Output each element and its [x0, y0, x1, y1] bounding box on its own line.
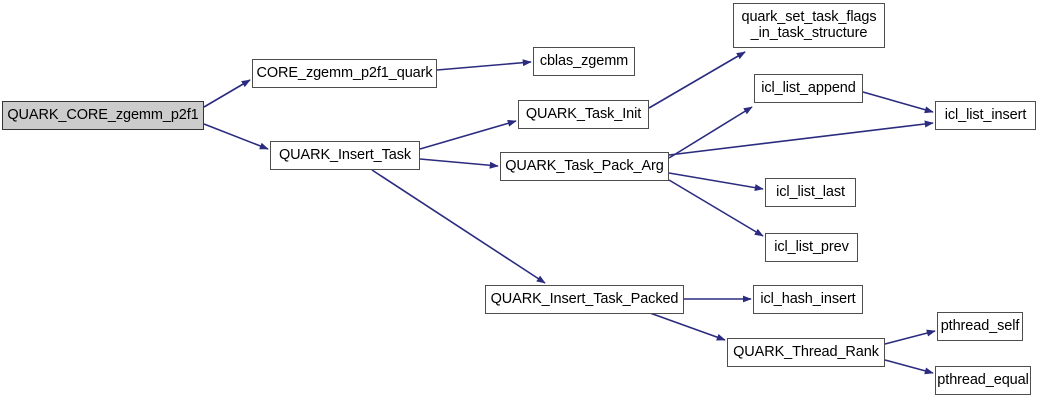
graph-edge-quark_core_zgemm_p2f1-to-core_zgemm_p2f1_quark	[203, 79, 251, 108]
graph-node-quark_thread_rank[interactable]: QUARK_Thread_Rank	[727, 338, 885, 367]
graph-node-quark_task_pack_arg[interactable]: QUARK_Task_Pack_Arg	[500, 152, 669, 181]
graph-edge-quark_task_pack_arg-to-icl_list_insert	[668, 120, 934, 156]
graph-node-label: QUARK_Insert_Task	[278, 146, 412, 163]
graph-node-label: QUARK_Task_Init	[525, 105, 642, 122]
graph-node-cblas_zgemm[interactable]: cblas_zgemm	[533, 47, 635, 76]
graph-edge-quark_task_pack_arg-to-icl_list_prev	[668, 179, 764, 237]
graph-edge-quark_insert_task-to-quark_task_pack_arg	[419, 158, 499, 169]
graph-node-label: quark_set_task_flags _in_task_structure	[741, 8, 877, 41]
graph-edge-quark_insert_task_packed-to-quark_thread_rank	[649, 312, 726, 341]
graph-edge-core_zgemm_p2f1_quark-to-cblas_zgemm	[436, 59, 532, 71]
graph-node-label: CORE_zgemm_p2f1_quark	[256, 64, 433, 81]
graph-node-label: cblas_zgemm	[539, 52, 629, 69]
graph-node-icl_list_insert[interactable]: icl_list_insert	[935, 101, 1036, 130]
graph-node-quark_insert_task[interactable]: QUARK_Insert_Task	[270, 141, 420, 170]
graph-edge-quark_task_init-to-quark_set_task_flags_in_task_structure	[648, 51, 746, 109]
graph-node-label: icl_list_prev	[774, 238, 849, 255]
graph-edge-quark_thread_rank-to-pthread_equal	[884, 359, 934, 375]
graph-node-label: QUARK_Thread_Rank	[733, 343, 879, 360]
graph-node-quark_task_init[interactable]: QUARK_Task_Init	[518, 100, 649, 129]
graph-node-quark_core_zgemm_p2f1[interactable]: QUARK_CORE_zgemm_p2f1	[2, 101, 204, 130]
graph-edge-icl_list_append-to-icl_list_insert	[862, 91, 934, 114]
graph-node-core_zgemm_p2f1_quark[interactable]: CORE_zgemm_p2f1_quark	[252, 59, 437, 88]
graph-node-pthread_equal[interactable]: pthread_equal	[935, 366, 1031, 395]
graph-edge-quark_insert_task-to-quark_task_init	[419, 119, 517, 150]
graph-node-quark_set_task_flags_in_task_structure[interactable]: quark_set_task_flags _in_task_structure	[733, 3, 885, 48]
graph-node-icl_list_prev[interactable]: icl_list_prev	[765, 233, 858, 262]
graph-edge-quark_thread_rank-to-pthread_self	[884, 329, 936, 345]
graph-node-icl_hash_insert[interactable]: icl_hash_insert	[753, 285, 863, 314]
graph-node-label: icl_list_insert	[944, 106, 1027, 123]
graph-edge-quark_insert_task-to-quark_insert_task_packed	[371, 169, 546, 284]
graph-node-label: pthread_equal	[937, 371, 1029, 388]
graph-node-label: icl_hash_insert	[760, 290, 856, 307]
graph-node-label: pthread_self	[940, 317, 1020, 334]
graph-node-pthread_self[interactable]: pthread_self	[937, 312, 1023, 341]
graph-edge-quark_task_pack_arg-to-icl_list_append	[668, 106, 753, 159]
graph-node-icl_list_append[interactable]: icl_list_append	[754, 74, 863, 103]
graph-edge-quark_core_zgemm_p2f1-to-quark_insert_task	[203, 123, 269, 150]
graph-node-label: icl_list_append	[761, 79, 856, 96]
graph-edge-quark_task_pack_arg-to-icl_list_last	[668, 172, 764, 192]
graph-node-label: QUARK_Task_Pack_Arg	[505, 157, 664, 174]
graph-node-label: QUARK_Insert_Task_Packed	[490, 290, 679, 307]
graph-node-label: icl_list_last	[776, 183, 845, 200]
graph-node-label: QUARK_CORE_zgemm_p2f1	[7, 106, 199, 123]
graph-node-quark_insert_task_packed[interactable]: QUARK_Insert_Task_Packed	[485, 285, 684, 314]
graph-node-icl_list_last[interactable]: icl_list_last	[765, 178, 856, 207]
